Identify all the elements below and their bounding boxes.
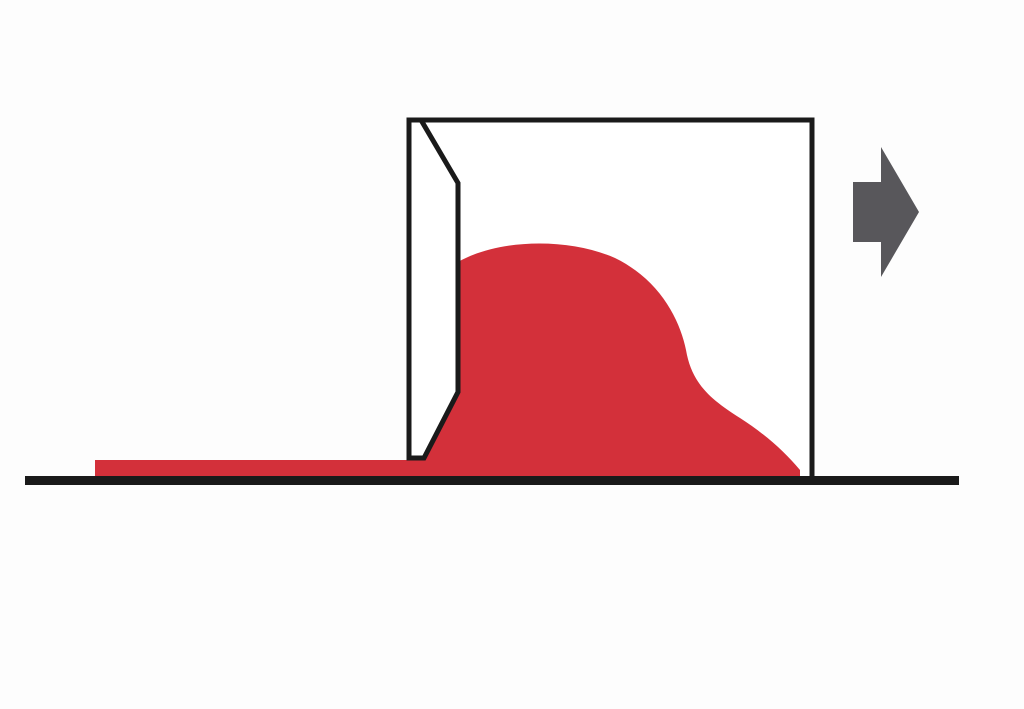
direction-arrow-icon xyxy=(853,147,919,277)
box-frame xyxy=(406,117,815,480)
material-mound xyxy=(423,243,800,478)
blade-gate xyxy=(406,117,461,461)
ground-line xyxy=(25,476,959,485)
spread-material-layer xyxy=(95,460,425,478)
